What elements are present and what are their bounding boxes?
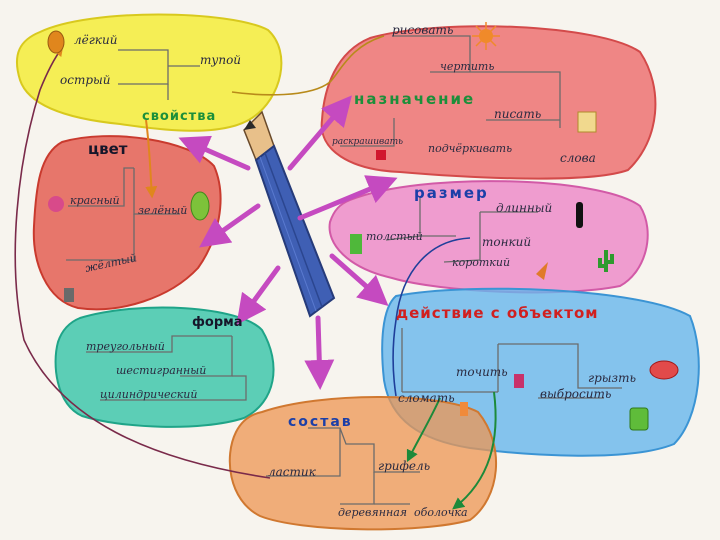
item-vybrosit: выбросить (540, 387, 611, 401)
item-tochit: точить (456, 365, 508, 379)
green-can-doodle (350, 234, 362, 254)
black-stick-doodle (576, 202, 583, 228)
item-shestigrannyy: шестигранный (116, 364, 206, 377)
item-treugolnyy: треугольный (86, 340, 165, 353)
item-krasnyy: красный (70, 194, 120, 207)
heading-razmer: размер (414, 184, 489, 202)
spool-doodle (64, 288, 74, 302)
item-gryzt: грызть (588, 371, 636, 385)
pink-ball-doodle (48, 196, 64, 212)
item-tsilindricheskiy: цилиндрический (100, 388, 197, 401)
item-derevyannaya: деревянная (338, 506, 407, 519)
item-chertit: чертить (440, 60, 494, 73)
item-korotkiy: короткий (452, 256, 510, 269)
green-leaf-doodle (191, 192, 209, 220)
heading-naznachenie: назначение (354, 90, 475, 108)
item-dlinnyy: длинный (496, 201, 552, 215)
item-lyogkiy: лёгкий (74, 33, 117, 47)
item-risovat: рисовать (392, 23, 453, 37)
item-obolochka: оболочка (414, 506, 468, 519)
item-slova: слова (560, 151, 596, 165)
candy-box-doodle (650, 361, 678, 379)
item-grifel: грифель (378, 459, 430, 473)
heading-svoistva: свойства (142, 109, 216, 124)
item-tonkiy: тонкий (482, 235, 531, 249)
eraser-doodle (460, 402, 468, 416)
cup-doodle (630, 408, 648, 430)
arrow-to-sostav (318, 318, 320, 384)
heading-cvet: цвет (88, 140, 128, 158)
balloon-doodle (48, 31, 64, 53)
heading-sostav: состав (288, 414, 353, 430)
heading-forma: форма (192, 315, 243, 330)
red-square-doodle (376, 150, 386, 160)
item-zelenyy: зелёный (138, 204, 187, 217)
notebook-doodle (578, 112, 596, 132)
sun-rays (472, 22, 500, 50)
item-ostryy: острый (60, 73, 111, 87)
item-slomat: сломать (398, 391, 455, 405)
item-podcherkivat: подчёркивать (428, 142, 512, 155)
heading-deistvie: действие с объектом (396, 304, 599, 322)
item-raskrashivat: раскрашивать (332, 137, 403, 147)
sharpener-doodle (514, 374, 524, 388)
item-tolstyy: толстый (366, 230, 423, 243)
item-lastik: ластик (268, 465, 317, 479)
item-tupoy: тупой (200, 53, 241, 67)
item-pisat: писать (494, 107, 541, 121)
